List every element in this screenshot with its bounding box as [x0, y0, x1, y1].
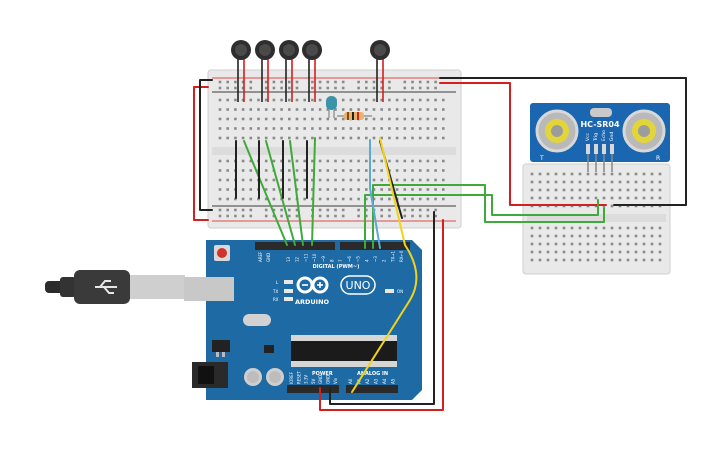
wire-green-2 — [265, 140, 296, 246]
vibration-motor — [370, 40, 390, 102]
pin-label: Vin — [333, 377, 338, 384]
rx-label: RX — [273, 297, 279, 302]
aref-label: AREF — [258, 251, 263, 262]
l-label: L — [276, 280, 279, 285]
atmega-chip — [291, 341, 397, 361]
pin-label: 5V — [311, 378, 316, 384]
pin-label: ~11 — [303, 253, 308, 262]
led — [326, 96, 337, 118]
vibration-motor — [231, 40, 251, 102]
pin-label: IOREF — [289, 371, 294, 384]
sensor-mark-r: R — [656, 155, 660, 162]
analog-label: ANALOG IN — [357, 371, 388, 377]
wires — [193, 77, 687, 411]
pin-label: ~10 — [312, 253, 317, 262]
pin-label: 12 — [295, 256, 300, 262]
sensor-pin-echo: Echo — [601, 130, 607, 141]
on-label: ON — [397, 289, 403, 294]
pin-label: 4 — [364, 259, 369, 262]
wire-green-trig — [364, 194, 599, 249]
pin-label: RX←0 — [399, 250, 404, 262]
resistor — [337, 112, 372, 120]
tx-label: TX — [272, 289, 278, 294]
digital-label: DIGITAL (PWM~) — [313, 264, 360, 270]
wire-green-1 — [243, 140, 288, 246]
wire-green-4 — [311, 137, 316, 246]
board-brand: ARDUINO — [295, 298, 330, 306]
pin-label: RESET — [296, 371, 301, 384]
sensor-pin-vcc: Vcc — [585, 132, 591, 141]
pin-label: A0 — [348, 378, 353, 384]
wire-green-echo — [372, 184, 605, 249]
wire-blue — [369, 139, 381, 249]
wire-green-3 — [289, 140, 304, 246]
sensor-pin-labels: Vcc Trig Echo Gnd — [585, 130, 615, 142]
wire-black-top — [439, 77, 687, 206]
pin-label: A4 — [382, 378, 387, 384]
pin-label: 3.3V — [304, 375, 309, 384]
pin-label: ~9 — [321, 256, 326, 262]
usb-icon — [95, 280, 117, 294]
wire-red-top — [439, 82, 607, 206]
pin-label: 2 — [382, 259, 387, 262]
pin-label: ~6 — [347, 256, 352, 262]
board-model: UNO — [346, 279, 371, 292]
mini-breadboard — [522, 163, 671, 275]
main-breadboard — [207, 69, 462, 229]
sensor-label: HC-SR04 — [580, 120, 620, 129]
pin-label: 8 — [330, 259, 335, 262]
wire-yellow — [351, 137, 418, 393]
sensor-pin-gnd: Gnd — [609, 132, 615, 141]
pin-label: A5 — [391, 378, 396, 384]
wire-red-bottom — [319, 219, 444, 411]
arduino-logo — [296, 276, 329, 294]
wire-black-left — [199, 79, 213, 211]
arduino-uno: UNO ARDUINO DIGITAL (PWM~) POWER ANALOG … — [184, 240, 422, 400]
pin-label: 7 — [338, 259, 343, 262]
pin-label: ~3 — [373, 256, 378, 262]
pin-label: A3 — [374, 378, 379, 384]
sensor-mark-t: T — [539, 155, 544, 162]
pin-label: A2 — [365, 378, 370, 384]
gnd-label: GND — [266, 253, 271, 262]
pin-label: GND — [318, 375, 323, 384]
pin-label: TX→1 — [390, 250, 395, 263]
vibration-motors — [231, 40, 390, 102]
ultrasonic-sensor: HC-SR04 T R Vcc Trig Echo Gnd — [530, 103, 670, 172]
wire-black-bottom — [329, 211, 435, 405]
vibration-motor — [255, 40, 275, 102]
vibration-motor — [279, 40, 299, 102]
pin-label: 13 — [286, 256, 291, 262]
power-label: POWER — [312, 371, 333, 377]
pin-label: GND — [326, 375, 331, 384]
sensor-pin-trig: Trig — [593, 133, 599, 142]
pin-label: ~5 — [356, 256, 361, 262]
vibration-motor — [302, 40, 322, 102]
